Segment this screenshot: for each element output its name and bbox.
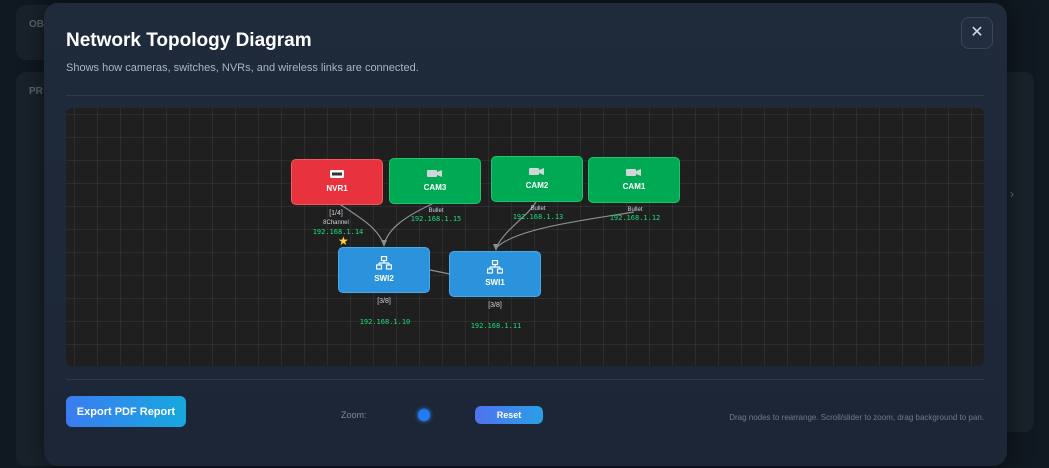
edge-swi2-swi1 — [429, 269, 451, 275]
zoom-label: Zoom: — [341, 410, 367, 420]
camera-icon — [427, 170, 442, 177]
node-ip: 192.168.1.11 — [470, 322, 522, 330]
node-label: CAM1 — [622, 182, 646, 191]
close-icon: ✕ — [970, 24, 984, 41]
node-cam3[interactable]: CAM3 — [389, 158, 481, 204]
node-ip: 192.168.1.12 — [609, 214, 661, 222]
close-button[interactable]: ✕ — [961, 17, 993, 49]
node-swi2[interactable]: SWI2 — [338, 247, 430, 293]
node-label: CAM2 — [525, 181, 549, 190]
node-type: Bullet — [428, 208, 444, 214]
switch-icon — [376, 256, 392, 270]
node-ip: 192.168.1.13 — [512, 213, 564, 221]
node-nvr1[interactable]: NVR1 — [291, 159, 383, 205]
reset-button[interactable]: Reset — [475, 406, 543, 424]
header-divider — [66, 95, 984, 96]
node-ip: 192.168.1.10 — [359, 318, 411, 326]
node-type: Bullet — [530, 206, 546, 212]
star-icon: ★ — [338, 234, 349, 248]
node-swi1[interactable]: SWI1 — [449, 251, 541, 297]
edge-cam2-swi1 — [495, 201, 537, 249]
help-hint: Drag nodes to rearrange. Scroll/slider t… — [729, 413, 984, 422]
background-label-mid: PR — [29, 86, 43, 97]
switch-icon — [487, 260, 503, 274]
arrow-swi2 — [381, 240, 387, 247]
footer-divider — [66, 379, 984, 380]
node-label: SWI2 — [374, 274, 394, 283]
node-type: 8Channel — [323, 220, 349, 226]
node-label: NVR1 — [326, 184, 348, 193]
edge-cam1-swi1 — [495, 211, 635, 249]
node-port: [3/8] — [377, 298, 391, 305]
connection-lines — [337, 201, 635, 275]
node-port: [1/4] — [329, 210, 343, 217]
node-ip: 192.168.1.15 — [410, 215, 462, 223]
node-cam1[interactable]: CAM1 — [588, 157, 680, 203]
modal-title: Network Topology Diagram — [66, 30, 312, 51]
nvr-icon — [330, 170, 344, 178]
node-ip: 192.168.1.14 — [312, 228, 364, 236]
node-port: [3/8] — [488, 302, 502, 309]
topology-canvas[interactable]: NVR1 [1/4] 8Channel 192.168.1.14 ★ CAM3 … — [66, 108, 984, 366]
export-pdf-button[interactable]: Export PDF Report — [66, 396, 186, 427]
node-label: SWI1 — [485, 278, 505, 287]
camera-icon — [529, 168, 544, 175]
zoom-slider[interactable] — [418, 409, 430, 421]
node-type: Bullet — [627, 207, 643, 213]
node-label: CAM3 — [423, 183, 447, 192]
arrow-swi1 — [493, 244, 499, 251]
topology-modal: Network Topology Diagram Shows how camer… — [44, 3, 1007, 466]
node-cam2[interactable]: CAM2 — [491, 156, 583, 202]
background-label-top: OB — [29, 19, 44, 30]
modal-subtitle: Shows how cameras, switches, NVRs, and w… — [66, 62, 419, 74]
chevron-right-icon[interactable]: › — [1010, 187, 1014, 201]
camera-icon — [626, 169, 641, 176]
